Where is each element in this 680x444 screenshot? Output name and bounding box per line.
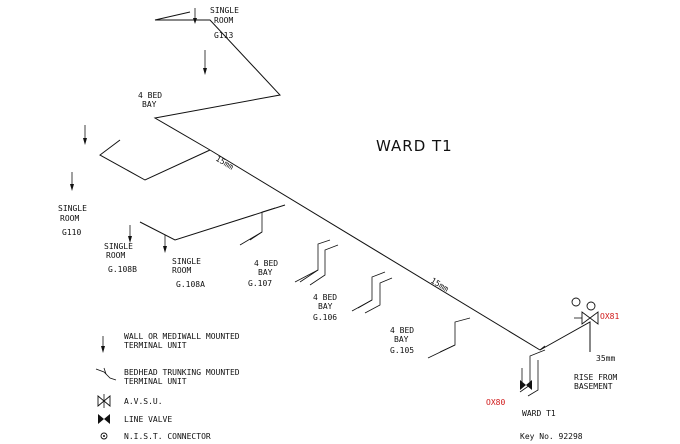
main-pipe-run	[99, 11, 591, 352]
ward-title: WARD T1	[376, 137, 453, 155]
label-bay-g105: 4 BED BAY G.105	[390, 326, 414, 355]
label-line: G.107	[248, 279, 272, 288]
legend-text: N.I.S.T. CONNECTOR	[124, 432, 211, 441]
label-ward-t1-small: WARD T1	[522, 409, 556, 418]
bedhead-terminal-icon	[95, 367, 117, 381]
label-rise-from-basement: RISE FROM BASEMENT	[574, 373, 618, 391]
label-line: G.108B	[108, 265, 137, 274]
label-line: BAY	[394, 335, 409, 344]
label-line: BASEMENT	[574, 382, 613, 391]
avsu-icon	[574, 311, 599, 325]
label-ox81: OX81	[600, 312, 619, 321]
legend-nist-connector: N.I.S.T. CONNECTOR	[100, 432, 211, 441]
label-bay-g106: 4 BED BAY G.106	[313, 293, 337, 322]
avsu-icon	[97, 394, 111, 408]
label-line: SINGLE	[172, 257, 201, 266]
bedhead-g105	[427, 317, 471, 359]
label-single-room-g108a: SINGLE ROOM G.108A	[172, 257, 205, 289]
legend: WALL OR MEDIWALL MOUNTED TERMINAL UNIT B…	[95, 332, 240, 441]
label-line: 4 BED	[390, 326, 414, 335]
label-line: BAY	[258, 268, 273, 277]
label-line: G.108A	[176, 280, 205, 289]
wall-terminal-bay-top	[203, 50, 207, 75]
legend-text: TERMINAL UNIT	[124, 341, 187, 350]
label-bay-g107: 4 BED BAY G.107	[248, 259, 278, 288]
label-line: ROOM	[106, 251, 125, 260]
wall-terminal-g113	[193, 8, 197, 24]
bedhead-g105-upper	[351, 271, 393, 314]
label-line: G.105	[390, 346, 414, 355]
label-line: ROOM	[60, 214, 79, 223]
nist-connector-icon	[571, 297, 596, 311]
label-ox80: OX80	[486, 398, 505, 407]
label-single-room-g108b: SINGLE ROOM G.108B	[104, 242, 137, 274]
legend-text: A.V.S.U.	[124, 397, 163, 406]
bedhead-ward-t1	[519, 349, 546, 397]
label-line: SINGLE	[58, 204, 87, 213]
line-valve-icon	[98, 414, 110, 424]
wall-terminal-units	[70, 8, 207, 253]
legend-text: TERMINAL UNIT	[124, 377, 187, 386]
label-line: G.106	[313, 313, 337, 322]
label-line: G113	[214, 31, 233, 40]
legend-text: WALL OR MEDIWALL MOUNTED	[124, 332, 240, 341]
label-line: RISE FROM	[574, 373, 618, 382]
nist-connector-icon	[100, 432, 108, 440]
wall-terminal-icon	[101, 336, 105, 353]
legend-text: BEDHEAD TRUNKING MOUNTED	[124, 368, 240, 377]
label-four-bed-bay-top: 4 BED BAY	[138, 91, 162, 109]
bedhead-trunking-units	[239, 207, 546, 397]
label-line: 4 BED	[313, 293, 337, 302]
label-line: 4 BED	[254, 259, 278, 268]
label-line: ROOM	[172, 266, 191, 275]
label-single-room-g110: SINGLE ROOM G110	[58, 204, 87, 237]
label-line: SINGLE	[104, 242, 133, 251]
bedhead-g107	[239, 207, 276, 246]
pipe-size-upper: 15mm	[214, 154, 235, 172]
wall-terminal-g108	[128, 225, 167, 253]
label-line: SINGLE	[210, 6, 239, 15]
legend-avsu: A.V.S.U.	[97, 394, 163, 408]
riser-fittings	[520, 297, 599, 390]
label-line: BAY	[142, 100, 157, 109]
key-number: Key No. 92298	[520, 432, 583, 441]
legend-line-valve: LINE VALVE	[98, 414, 172, 424]
label-line: ROOM	[214, 16, 233, 25]
pipe-size-lower: 15mm	[429, 276, 450, 294]
legend-wall-terminal: WALL OR MEDIWALL MOUNTED TERMINAL UNIT	[101, 332, 240, 353]
label-line: 4 BED	[138, 91, 162, 100]
label-line: G110	[62, 228, 81, 237]
legend-text: LINE VALVE	[124, 415, 172, 424]
label-line: BAY	[318, 302, 333, 311]
legend-bedhead-terminal: BEDHEAD TRUNKING MOUNTED TERMINAL UNIT	[95, 367, 240, 386]
line-valve-icon	[520, 380, 532, 390]
wall-terminal-g110	[70, 125, 87, 191]
pipe-size-riser: 35mm	[596, 354, 615, 363]
bedhead-g106	[294, 239, 339, 286]
label-single-room-g113: SINGLE ROOM G113	[210, 6, 239, 40]
